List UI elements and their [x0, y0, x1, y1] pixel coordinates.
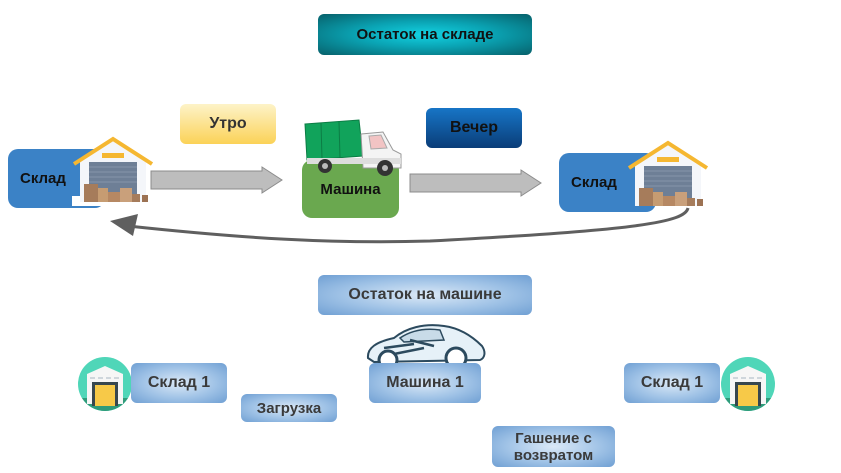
truck-icon — [304, 119, 402, 176]
warehouse-building-icon — [72, 136, 154, 206]
warehouse-1-left-node: Склад 1 — [131, 363, 227, 403]
arrow-right-evening — [409, 169, 542, 197]
vehicle-label: Машина — [320, 181, 381, 198]
warehouse-left-label: Склад — [20, 170, 66, 187]
loading-label: Загрузка — [241, 394, 337, 422]
morning-label: Утро — [180, 104, 276, 144]
stock-in-vehicle-title: Остаток на машине — [318, 275, 532, 315]
vehicle-1-node: Машина 1 — [369, 363, 481, 403]
warehouse-right-label: Склад — [571, 174, 617, 191]
stock-in-warehouse-title: Остаток на складе — [318, 14, 532, 55]
warehouse-round-icon — [721, 357, 775, 411]
warehouse-building-icon — [627, 140, 709, 206]
return-settlement-label: Гашение с возвратом — [492, 426, 615, 467]
arrow-right-morning — [150, 166, 283, 194]
evening-label: Вечер — [426, 108, 522, 148]
warehouse-round-icon — [78, 357, 132, 411]
warehouse-1-right-node: Склад 1 — [624, 363, 720, 403]
return-arrow — [110, 207, 690, 244]
